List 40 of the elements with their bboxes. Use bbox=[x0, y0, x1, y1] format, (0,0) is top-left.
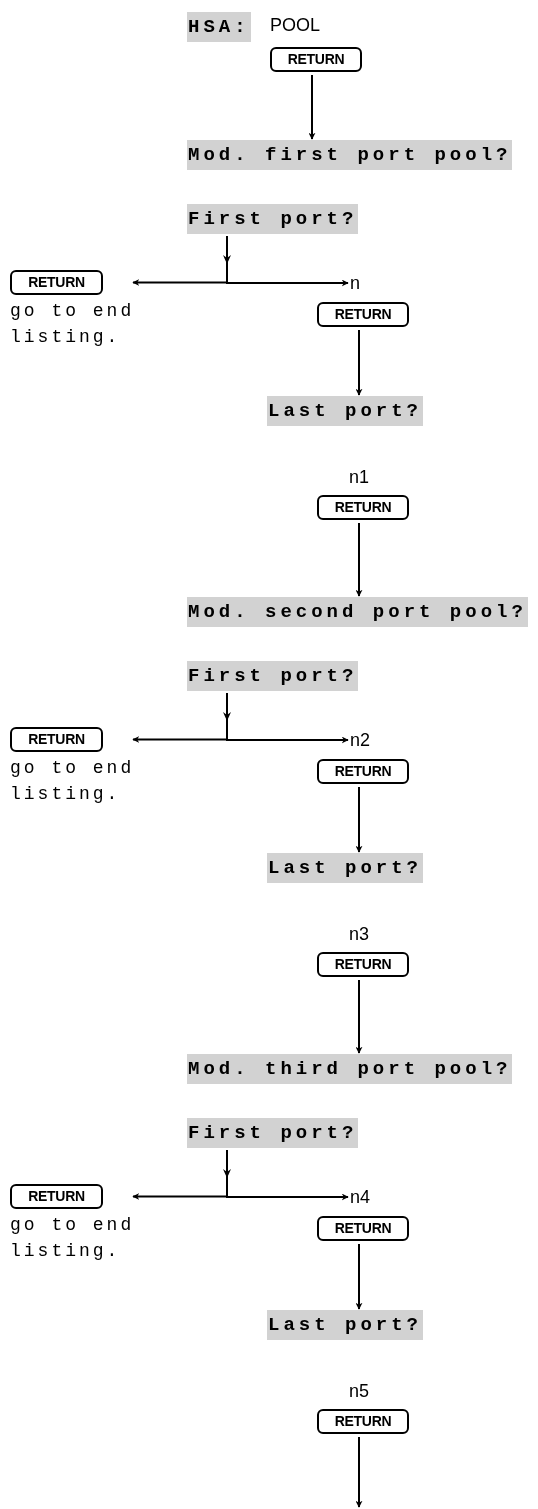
typed-entry: n3 bbox=[349, 923, 370, 945]
return-key: RETURN bbox=[317, 952, 409, 977]
arrow bbox=[226, 692, 349, 744]
screen-prompt: First port? bbox=[187, 661, 359, 691]
arrow bbox=[308, 74, 316, 140]
arrow bbox=[355, 1436, 363, 1508]
screen-prompt: Mod. third port pool? bbox=[187, 1054, 513, 1084]
return-key: RETURN bbox=[317, 302, 409, 327]
screen-prompt: First port? bbox=[187, 204, 359, 234]
return-key: RETURN bbox=[10, 727, 103, 752]
return-key: RETURN bbox=[270, 47, 362, 72]
return-key: RETURN bbox=[317, 495, 409, 520]
typed-entry: n4 bbox=[350, 1186, 371, 1208]
return-key: RETURN bbox=[317, 759, 409, 784]
arrow bbox=[355, 522, 363, 597]
typed-entry: n2 bbox=[350, 729, 371, 751]
screen-prompt: Mod. first port pool? bbox=[187, 140, 513, 170]
screen-prompt: Mod. second port pool? bbox=[187, 597, 528, 627]
typed-entry: n1 bbox=[349, 466, 370, 488]
arrow bbox=[355, 979, 363, 1054]
note-text: go to end listing. bbox=[10, 300, 136, 349]
typed-entry: n5 bbox=[349, 1380, 370, 1402]
note-text: go to end listing. bbox=[10, 1214, 136, 1263]
typed-entry: POOL bbox=[270, 14, 321, 36]
return-key: RETURN bbox=[317, 1409, 409, 1434]
return-key: RETURN bbox=[10, 1184, 103, 1209]
arrow bbox=[226, 1149, 349, 1201]
screen-prompt: HSA: bbox=[187, 12, 251, 42]
screen-prompt: Last port? bbox=[267, 853, 424, 883]
return-key: RETURN bbox=[317, 1216, 409, 1241]
note-text: go to end listing. bbox=[10, 757, 136, 806]
typed-entry: n bbox=[350, 272, 360, 294]
arrow bbox=[355, 1243, 363, 1310]
arrow bbox=[226, 235, 349, 287]
arrow bbox=[355, 786, 363, 853]
screen-prompt: Last port? bbox=[267, 396, 424, 426]
arrow bbox=[355, 329, 363, 396]
screen-prompt: Last port? bbox=[267, 1310, 424, 1340]
return-key: RETURN bbox=[10, 270, 103, 295]
screen-prompt: First port? bbox=[187, 1118, 359, 1148]
